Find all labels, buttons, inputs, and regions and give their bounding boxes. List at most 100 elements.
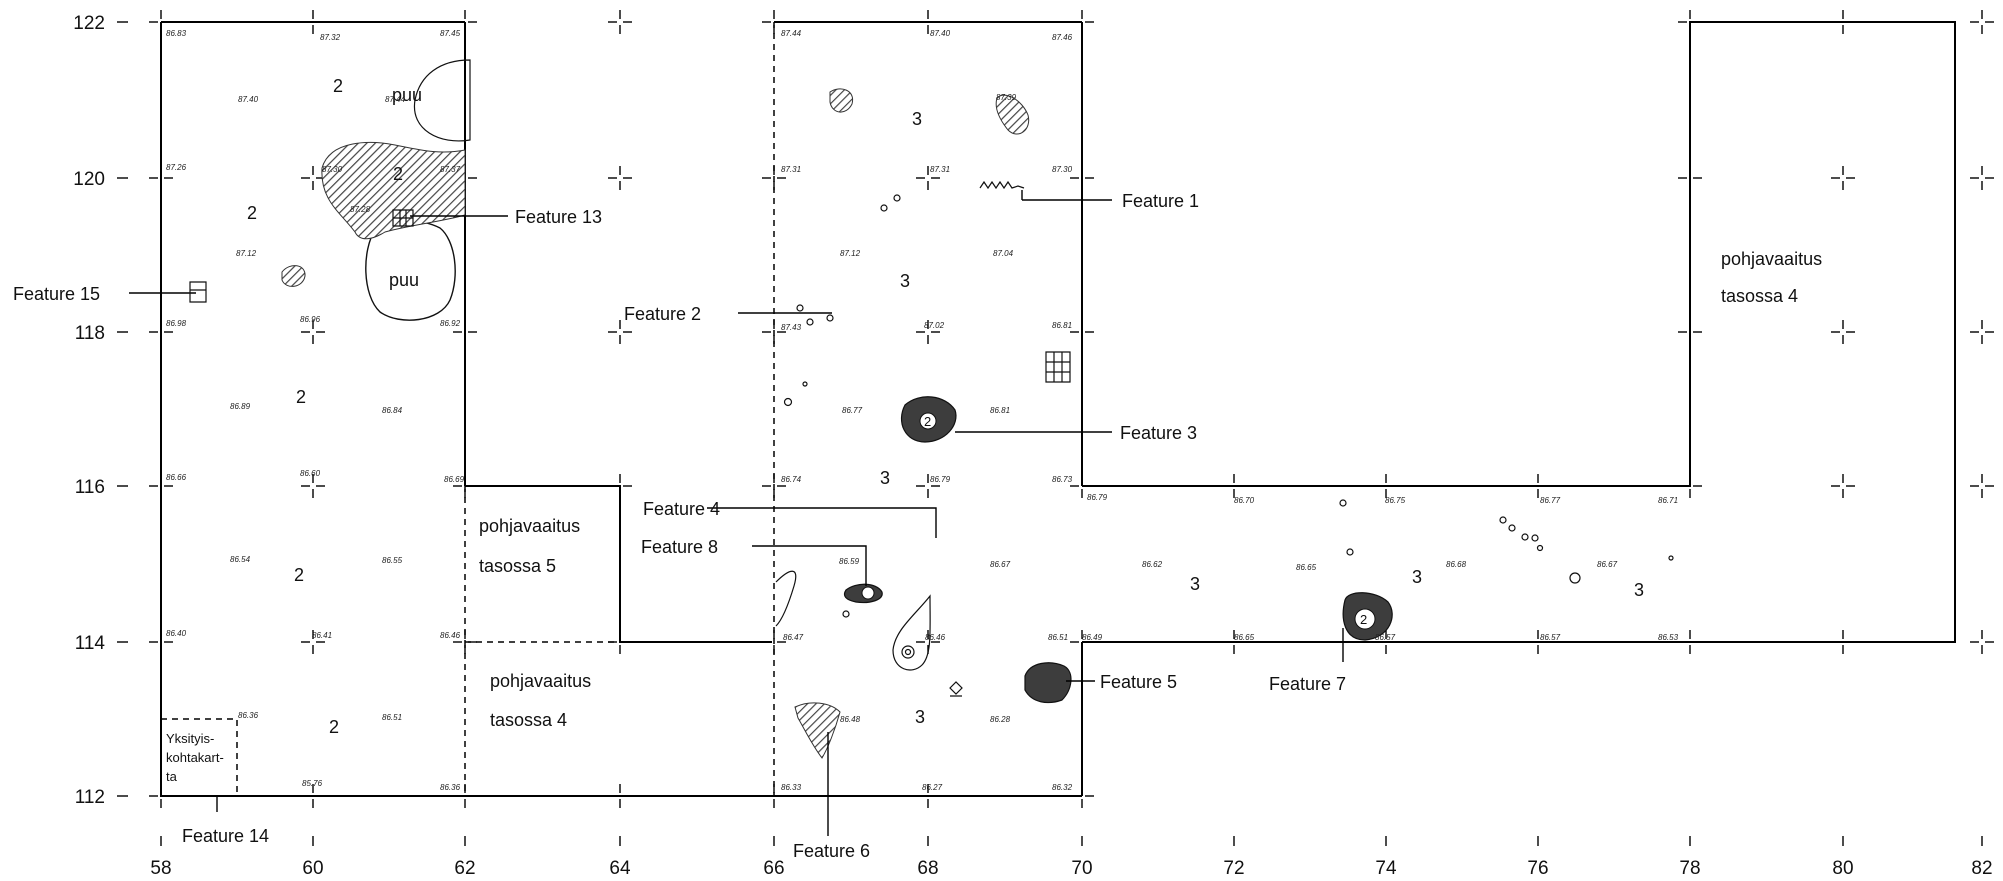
elevation-value: 87.46	[1052, 33, 1073, 42]
x-axis-tick-label: 66	[763, 858, 784, 879]
grid-cross	[1678, 630, 1702, 654]
grid-cross	[1222, 474, 1246, 498]
feature-13-label: Feature 13	[515, 207, 602, 227]
groundwater-label: pohjavaaitus	[1721, 249, 1822, 269]
grid-cross	[762, 630, 786, 654]
elevation-value: 86.46	[925, 633, 946, 642]
elevation-value: 86.77	[1540, 496, 1561, 505]
level-label: tasossa 4	[490, 710, 567, 730]
elevation-value: 86.96	[300, 315, 321, 324]
elevation-value: 87.04	[993, 249, 1014, 258]
grid-cross	[916, 166, 940, 190]
x-axis-tick-label: 82	[1971, 858, 1992, 879]
grid-cross	[762, 166, 786, 190]
grid-cross	[453, 784, 477, 808]
hatched-patch	[995, 94, 1030, 135]
grid-cross	[916, 10, 940, 34]
grid-cross	[1070, 10, 1094, 34]
layer-number: 3	[1412, 567, 1422, 587]
y-axis-tick-label: 122	[73, 13, 105, 34]
elevation-value: 86.65	[1234, 633, 1255, 642]
x-axis-tick-label: 64	[609, 858, 631, 879]
grid-cross	[453, 10, 477, 34]
grid-cross	[1070, 320, 1094, 344]
open-feature	[775, 570, 797, 627]
feature-1-label: Feature 1	[1122, 191, 1199, 211]
y-axis-tick-label: 120	[73, 169, 105, 190]
elevation-value: 86.60	[300, 469, 321, 478]
elevation-value: 86.83	[166, 29, 187, 38]
grid-cross	[301, 10, 325, 34]
layer-number: 3	[1190, 574, 1200, 594]
elevation-value: 86.70	[1234, 496, 1255, 505]
y-axis-tick-label: 118	[75, 323, 105, 344]
elevation-value: 87.30	[1052, 165, 1073, 174]
grid-cross	[149, 10, 173, 34]
layer-number: 2	[329, 717, 339, 737]
grid-cross	[762, 474, 786, 498]
grid-cross	[608, 784, 632, 808]
grid-cross	[149, 474, 173, 498]
grid-cross	[916, 320, 940, 344]
grid-cross	[149, 166, 173, 190]
postholes	[783, 194, 1674, 618]
elevation-value: 87.40	[930, 29, 951, 38]
feature-leaders	[129, 180, 1344, 836]
grid-cross	[1970, 10, 1994, 34]
elevation-value: 86.67	[990, 560, 1011, 569]
elevation-value: 86.89	[230, 402, 251, 411]
grid-cross	[1678, 10, 1702, 34]
grid-cross	[149, 320, 173, 344]
grid-cross	[916, 784, 940, 808]
tree-label: puu	[389, 270, 419, 290]
x-axis-tick-label: 60	[302, 858, 323, 879]
detail-map-label: ta	[166, 769, 178, 784]
elevation-value: 87.32	[320, 33, 341, 42]
grid-cross	[608, 474, 632, 498]
layer-number: 3	[915, 707, 925, 727]
feature-15-label: Feature 15	[13, 284, 100, 304]
hatched-patch	[321, 141, 466, 240]
grid-cross	[1526, 630, 1550, 654]
elevation-value: 86.51	[382, 713, 402, 722]
grid-crosses	[149, 10, 1994, 808]
elevation-value: 86.27	[922, 783, 943, 792]
elevation-value: 86.36	[440, 783, 461, 792]
elevation-value: 86.74	[781, 475, 802, 484]
grid-cross	[1678, 166, 1702, 190]
grid-cross	[1222, 630, 1246, 654]
elevation-value: 85.76	[302, 779, 323, 788]
elevation-value: 87.43	[781, 323, 802, 332]
elevation-value: 86.71	[1658, 496, 1678, 505]
feature-6-label: Feature 6	[793, 841, 870, 861]
grid-cross	[1678, 474, 1702, 498]
feature-3-label: Feature 3	[1120, 423, 1197, 443]
groundwater-label: pohjavaaitus	[490, 671, 591, 691]
x-axis-tick-label: 70	[1071, 858, 1092, 879]
grid-cross	[1678, 320, 1702, 344]
elevation-value: 86.41	[312, 631, 332, 640]
grid-cross	[1070, 630, 1094, 654]
layer-number: 2	[1360, 612, 1367, 627]
elevation-value: 86.47	[783, 633, 804, 642]
elevation-value: 87.45	[440, 29, 461, 38]
grid-cross	[1831, 10, 1855, 34]
grid-cross	[608, 10, 632, 34]
grid-cross	[1970, 166, 1994, 190]
feature-7-label: Feature 7	[1269, 674, 1346, 694]
elevation-value: 87.30	[322, 165, 343, 174]
grid-cross	[1831, 474, 1855, 498]
grid-cross	[1374, 630, 1398, 654]
elevation-value: 86.65	[1296, 563, 1317, 572]
x-axis-tick-label: 58	[150, 858, 171, 879]
elevation-value: 86.81	[1052, 321, 1072, 330]
grid-cross	[608, 320, 632, 344]
grid-cross	[301, 784, 325, 808]
grid-cross	[149, 784, 173, 808]
open-feature	[892, 594, 931, 671]
elevation-readings: 86.83 87.32 87.45 87.44 87.46 87.40 87.4…	[166, 29, 1679, 792]
area-labels: pohjavaaitus tasossa 5 pohjavaaitus taso…	[166, 249, 1822, 784]
x-axis-tick-label: 76	[1527, 858, 1548, 879]
grid-cross	[1831, 320, 1855, 344]
elevation-value: 87.37	[440, 165, 461, 174]
